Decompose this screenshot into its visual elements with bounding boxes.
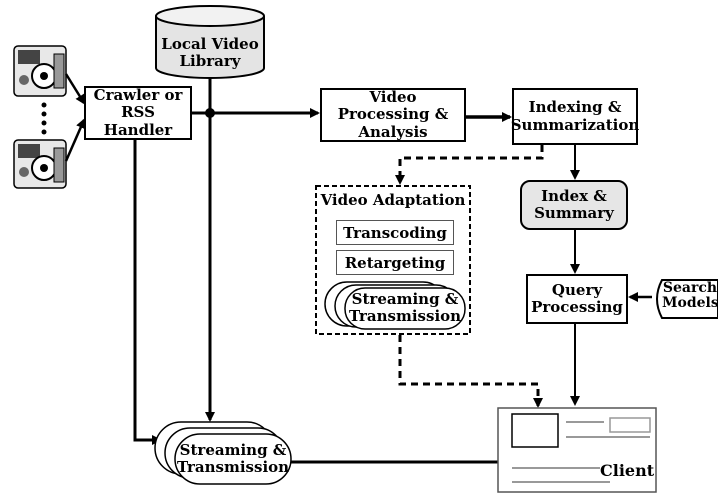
indexing-box: Indexing & Summarization	[510, 88, 640, 145]
query-processing-label: Query Processing	[531, 280, 623, 316]
indexing-label: Indexing & Summarization	[510, 98, 640, 134]
local-video-library-label: Local Video Library	[161, 35, 259, 70]
query-processing-box: Query Processing	[526, 274, 628, 324]
transcoding-box: Transcoding	[336, 220, 454, 245]
search-models-shape	[656, 279, 718, 319]
retargeting-label: Retargeting	[344, 253, 446, 272]
client-label: Client	[600, 461, 655, 480]
transcoding-label: Transcoding	[343, 223, 447, 242]
bottom-streaming-stack	[154, 421, 292, 485]
crawler-box: Crawler or RSS Handler	[84, 86, 192, 140]
arrow-source2-to-crawler	[64, 118, 86, 162]
retargeting-box: Retargeting	[336, 250, 454, 275]
dashed-arrow-adaptation-to-client	[398, 335, 543, 408]
index-summary-box: Index & Summary	[520, 180, 628, 230]
ellipsis-dots	[41, 102, 47, 135]
inner-streaming-label: Streaming & Transmission	[348, 290, 462, 325]
video-processing-box: Video Processing & Analysis	[320, 88, 466, 142]
index-summary-label: Index & Summary	[534, 186, 614, 222]
video-processing-label: Video Processing & Analysis	[337, 88, 449, 141]
crawler-label: Crawler or RSS Handler	[93, 86, 183, 139]
video-adaptation-title: Video Adaptation	[320, 191, 466, 209]
bottom-streaming-label: Streaming & Transmission	[176, 441, 290, 476]
junction-dot	[205, 108, 215, 118]
arrow-source1-to-crawler	[64, 73, 86, 105]
arrow-crawler-to-streaming	[133, 140, 162, 445]
dashed-arrow-indexing-to-adaptation	[395, 145, 544, 185]
search-models-label: Search Models	[662, 280, 718, 312]
local-library-cylinder	[155, 5, 265, 79]
video-source-icon-top	[13, 45, 67, 97]
client-window	[497, 407, 657, 493]
inner-streaming-stack	[324, 281, 466, 330]
video-source-icon-bottom	[13, 139, 67, 189]
